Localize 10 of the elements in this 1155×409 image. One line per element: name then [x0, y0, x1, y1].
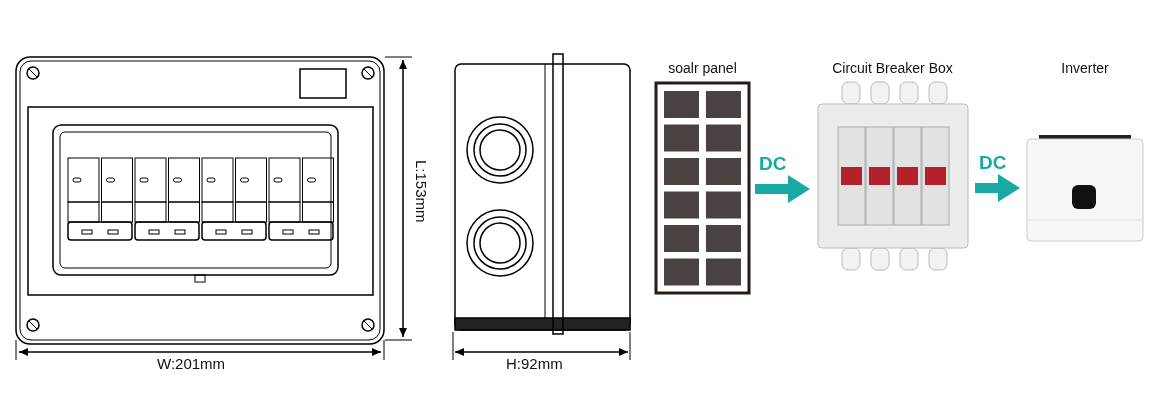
- dimension-label: H:92mm: [506, 355, 563, 372]
- dimension-label: L:153mm: [413, 160, 430, 223]
- edge-label: DC: [979, 152, 1007, 174]
- arrow: [975, 174, 1020, 202]
- node-title: soalr panel: [667, 60, 738, 76]
- node-title: Inverter: [1060, 60, 1110, 76]
- dimension-label: W:201mm: [157, 355, 226, 372]
- node-title: Circuit Breaker Box: [831, 60, 954, 76]
- arrow: [755, 175, 810, 203]
- edge-label: DC: [759, 153, 787, 175]
